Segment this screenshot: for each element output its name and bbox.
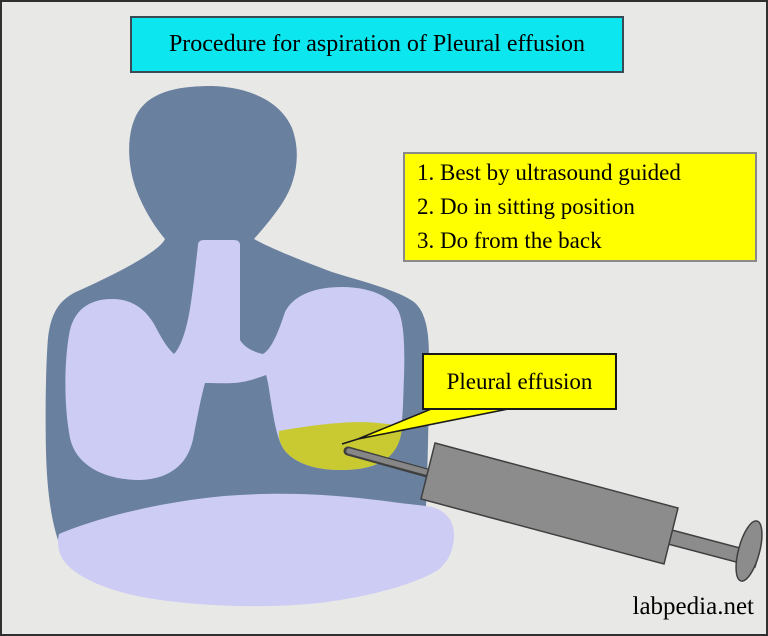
instruction-line-3: 3. Do from the back — [417, 228, 602, 253]
syringe-illustration — [343, 442, 763, 582]
plunger-end-cap — [735, 520, 763, 582]
title-banner: Procedure for aspiration of Pleural effu… — [130, 16, 624, 73]
lungs-trachea-shape — [65, 240, 405, 480]
instruction-line-2: 2. Do in sitting position — [417, 194, 635, 219]
watermark: labpedia.net — [602, 593, 754, 627]
abdomen-shape — [58, 493, 454, 607]
syringe-barrel — [420, 442, 679, 565]
pleural-effusion-label: Pleural effusion — [422, 353, 617, 410]
callout-leader-line — [341, 438, 359, 445]
instruction-line-1: 1. Best by ultrasound guided — [417, 160, 681, 185]
watermark-text: labpedia.net — [632, 593, 754, 620]
instructions-note: 1. Best by ultrasound guided 2. Do in si… — [403, 152, 757, 262]
page-title: Procedure for aspiration of Pleural effu… — [168, 31, 586, 57]
needle-icon — [346, 448, 440, 478]
callout-label-text: Pleural effusion — [446, 368, 593, 394]
